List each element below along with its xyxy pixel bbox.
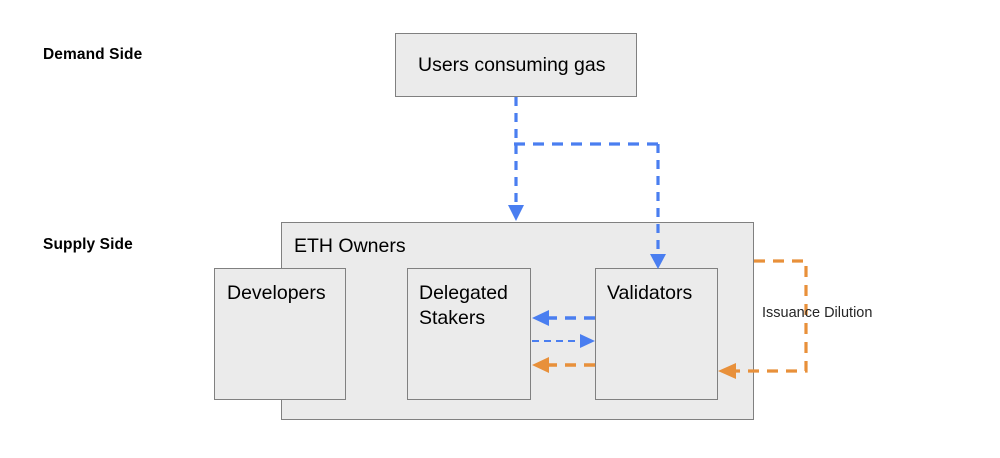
node-users-consuming-gas[interactable] xyxy=(395,33,637,97)
edge-users-to-eth-owners-arrowhead xyxy=(508,205,524,221)
issuance-dilution-label: Issuance Dilution xyxy=(762,305,873,321)
demand-side-label: Demand Side xyxy=(43,46,143,63)
node-users-consuming-gas-label: Users consuming gas xyxy=(418,54,606,76)
supply-side-label: Supply Side xyxy=(43,236,133,253)
node-delegated-stakers[interactable] xyxy=(407,268,531,400)
node-validators[interactable] xyxy=(595,268,718,400)
node-validators-label: Validators xyxy=(607,282,693,304)
node-eth-owners-label: ETH Owners xyxy=(294,235,406,257)
node-delegated-stakers-label: Delegated Stakers xyxy=(419,282,508,329)
node-developers-label: Developers xyxy=(227,282,326,304)
node-developers[interactable] xyxy=(214,268,346,400)
